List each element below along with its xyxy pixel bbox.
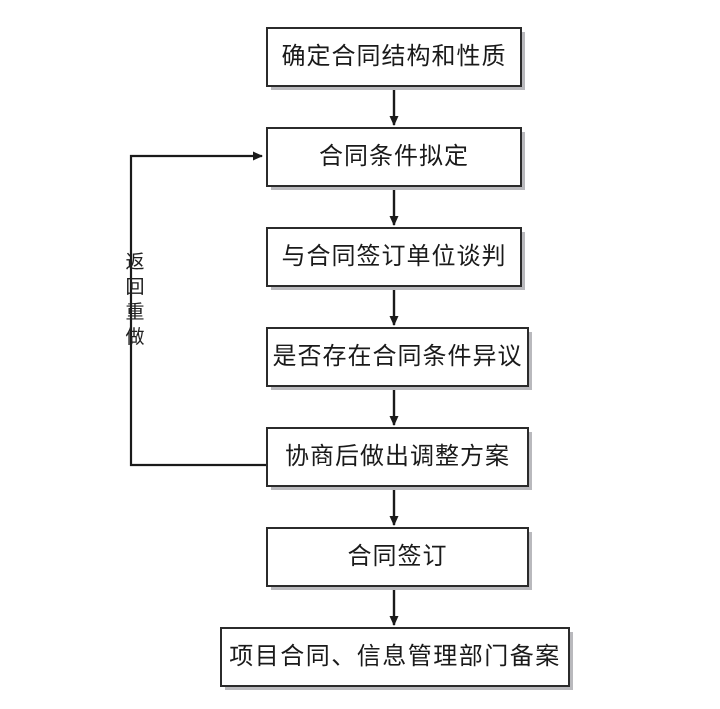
loop-label-char-3: 重 [125,302,145,323]
loop-label-char-4: 做 [125,327,145,349]
node-file-with-contract-and-info-dept[interactable]: 项目合同、信息管理部门备案 [220,627,570,687]
loop-label-char-2: 回 [125,276,145,298]
node-label: 项目合同、信息管理部门备案 [229,644,561,670]
node-contract-signing[interactable]: 合同签订 [266,527,529,587]
connector-feedback-loop [129,151,266,467]
node-label: 协商后做出调整方案 [285,444,510,470]
node-label: 确定合同结构和性质 [281,44,507,70]
node-check-contract-term-objections[interactable]: 是否存在合同条件异议 [266,327,529,387]
node-label: 合同条件拟定 [319,144,469,170]
node-label: 合同签订 [347,544,448,570]
node-negotiate-with-signing-party[interactable]: 与合同签订单位谈判 [266,227,522,287]
feedback-loop-label: 返 回 重 做 [122,236,148,364]
node-label: 与合同签订单位谈判 [281,244,507,270]
loop-label-char-1: 返 [125,251,145,273]
node-draft-contract-terms[interactable]: 合同条件拟定 [266,127,522,187]
node-adjustment-plan-after-negotiation[interactable]: 协商后做出调整方案 [266,427,529,487]
node-label: 是否存在合同条件异议 [272,344,523,370]
node-determine-contract-structure[interactable]: 确定合同结构和性质 [266,27,522,87]
